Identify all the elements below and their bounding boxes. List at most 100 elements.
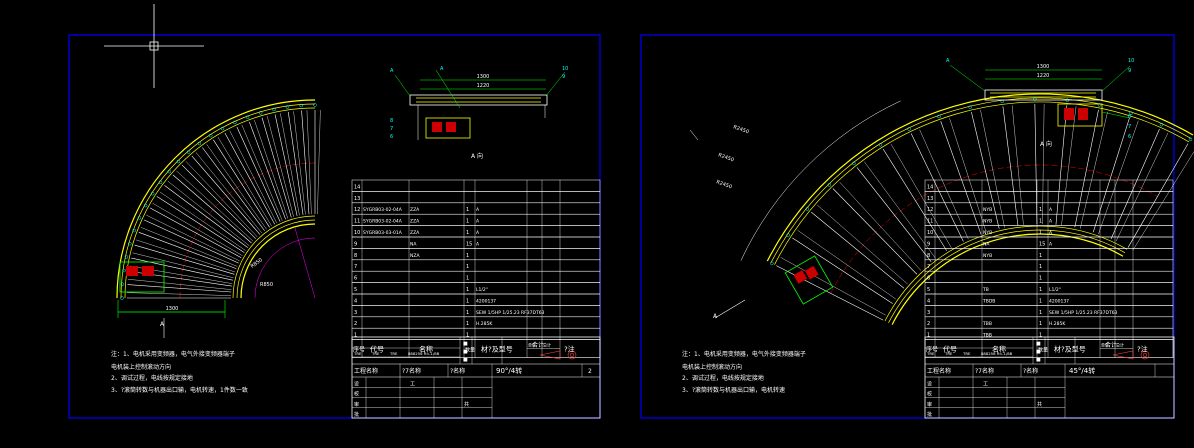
roller: [213, 139, 270, 228]
note-line: 3、?滚筒转数与机器出口输，电机转速，1件数一致: [111, 386, 248, 394]
scale-cell: TRE: [944, 351, 953, 356]
part-code: SYGRB03-02-04A: [363, 207, 403, 213]
roller: [839, 181, 922, 271]
part-material: SEW 1/5HP 1/25.23 RF37DT63: [1049, 310, 1118, 316]
svg-text:A: A: [946, 58, 950, 64]
bearing: [143, 203, 148, 208]
radius-label: R850: [260, 282, 273, 288]
row-number: 7: [354, 264, 357, 270]
row-number: 14: [354, 184, 360, 190]
part-material: A: [1049, 219, 1053, 225]
roller: [261, 117, 292, 218]
svg-text:8: 8: [1128, 114, 1131, 120]
part-qty: 1: [1039, 321, 1042, 327]
part-material: 4200137: [476, 298, 496, 304]
scale-cell: <-1/8B: [999, 351, 1013, 356]
bearing: [197, 141, 202, 146]
signature-row-label: 审: [354, 401, 359, 408]
gearbox-icon: [446, 122, 456, 132]
projection-symbol-icon: [539, 350, 561, 360]
signature-row-label: 校: [927, 391, 932, 398]
centerline: [830, 164, 1158, 294]
roller: [940, 121, 982, 235]
bearing: [852, 161, 856, 166]
header-code: 代号: [370, 345, 384, 354]
gearbox-icon: [142, 266, 154, 276]
row-number: 13: [354, 196, 360, 202]
roller: [127, 279, 232, 290]
roller: [1098, 120, 1139, 235]
row-number: 13: [927, 196, 933, 202]
part-name: ZZA: [410, 207, 420, 213]
roller: [971, 111, 1000, 229]
part-qty: 1: [1039, 230, 1042, 236]
header-total: 总计: [543, 342, 551, 348]
part-qty: 1: [1039, 310, 1042, 316]
roller: [811, 211, 905, 289]
bearing: [968, 105, 972, 109]
roller: [176, 170, 254, 242]
header-code: 代号: [943, 345, 957, 354]
roller: [919, 129, 969, 240]
svg-text:7: 7: [1128, 124, 1131, 130]
scale-cell: <-1/8B: [426, 351, 440, 356]
svg-text:10: 10: [562, 66, 568, 72]
check-box-icon: ■: [463, 357, 468, 363]
check-box-icon: ■: [1036, 357, 1041, 363]
roller: [1079, 111, 1108, 229]
bearing: [878, 142, 883, 147]
header-unit: 单件: [1101, 342, 1109, 348]
scale-cell: 888256 R: [981, 351, 1000, 356]
svg-text:9: 9: [1128, 68, 1131, 74]
view-arrow-label: A: [160, 321, 165, 328]
roller: [280, 113, 300, 216]
scale-cell: TRE: [962, 351, 971, 356]
roller: [241, 124, 283, 221]
part-qty: 15: [466, 241, 472, 247]
bottom-dim-text: 1300: [166, 306, 179, 312]
part-material: A: [1049, 241, 1053, 247]
callout-leader: [435, 69, 461, 109]
header-material: 材?及型号: [1054, 345, 1086, 354]
part-name: NYB: [983, 207, 992, 213]
part-name-label: ?7名称: [975, 367, 994, 375]
row-number: 12: [927, 207, 933, 213]
part-qty: 1: [1039, 333, 1042, 339]
a-view-label: A 向: [471, 152, 483, 160]
roller: [797, 230, 896, 300]
part-qty: 1: [1039, 264, 1042, 270]
row-number: 6: [354, 276, 357, 282]
row-number: 2: [927, 321, 930, 327]
svg-text:6: 6: [390, 134, 393, 140]
part-qty: 1: [1039, 287, 1042, 293]
signature-col-label: 共: [1037, 401, 1042, 408]
part-qty: 1: [466, 230, 469, 236]
motor-icon: [432, 122, 442, 132]
a-view-inner-dim: 1220: [477, 83, 490, 89]
outer-guide-rail: [124, 107, 316, 299]
bearing: [158, 180, 163, 185]
roller: [138, 232, 237, 269]
inner-guide-rail: [240, 223, 316, 299]
total-label: 合计: [532, 341, 544, 349]
technical-notes: 注：1、电机采用变频器，电气外接变频器端子 电机装上控制滚动方向 2、调试过程，…: [682, 350, 806, 394]
note-line: 3、?滚筒转数与机器出口输，电机转速: [682, 386, 785, 394]
bearing: [805, 207, 810, 211]
a-direction-view[interactable]: 1300 1220 A 10 9 8 7 6 A 向: [946, 58, 1134, 148]
roller: [206, 144, 267, 230]
a-direction-view[interactable]: 1300 1220 A A 10 9 8 7 6 A 向: [390, 66, 568, 160]
bearing: [167, 169, 171, 174]
scale-cell: TRE: [353, 351, 362, 356]
roller: [882, 148, 947, 251]
check-box-icon: ■: [1036, 349, 1041, 355]
